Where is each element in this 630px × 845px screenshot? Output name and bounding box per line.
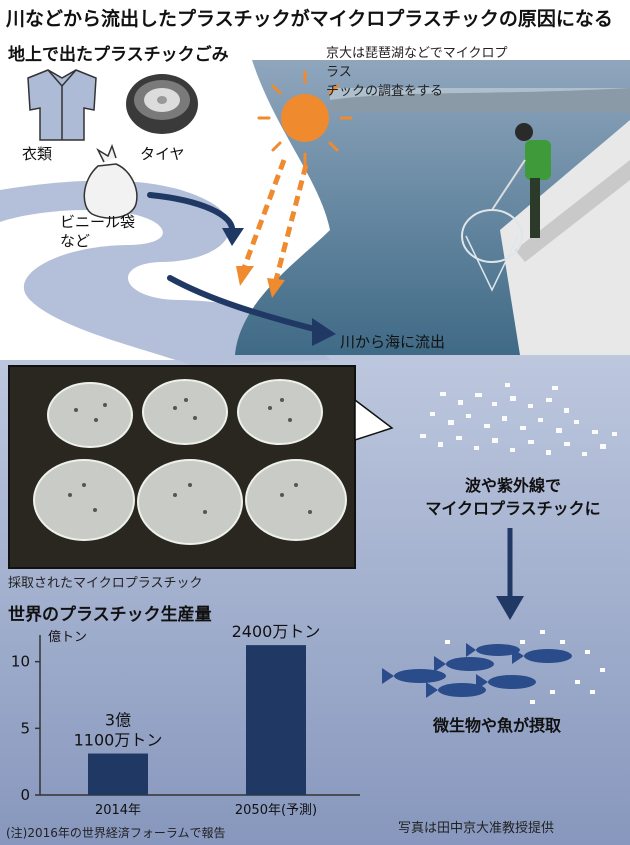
microplastic-particles [420, 383, 617, 456]
x-category-label: 2014年 [95, 803, 141, 818]
main-title: 川などから流出したプラスチックがマイクロプラスチックの原因になる [6, 8, 613, 30]
river-flow-arrows [147, 192, 321, 333]
bar-1 [88, 753, 148, 795]
plastic-bag-label-line1: ビニール袋 [60, 213, 136, 231]
chart-footnote: (注)2016年の世界経済フォーラムで報告 [6, 826, 226, 840]
river-arrowhead-2 [312, 318, 336, 346]
plastic-bag-icon [83, 143, 138, 219]
plastic-bag-label: ビニール袋 など [60, 213, 135, 251]
tire-label: タイヤ [140, 145, 185, 163]
breakdown-label: 波や紫外線で マイクロプラスチックに [398, 474, 628, 520]
y-axis-unit: 億トン [48, 629, 87, 645]
plastic-bag-label-line2: など [60, 232, 91, 250]
shirt-icon [27, 69, 97, 141]
ingestion-label: 微生物や魚が摂取 [433, 716, 562, 735]
sample-particles [68, 398, 312, 514]
bar-1-label-line1: 3億 [105, 711, 131, 730]
land-section-heading: 地上で出たプラスチックごみ [8, 45, 229, 65]
y-tick-label: 5 [20, 719, 30, 737]
breakdown-label-line2: マイクロプラスチックに [425, 499, 601, 518]
y-tick-label: 0 [20, 786, 30, 804]
speech-bubble-tail [354, 398, 394, 442]
river-arrowhead-1 [222, 228, 244, 246]
clothing-label: 衣類 [22, 145, 53, 163]
uv-arrowhead-2 [267, 278, 285, 298]
river-outflow-label: 川から海に流出 [340, 333, 446, 351]
fish-area-particles [445, 630, 605, 704]
breakdown-label-line1: 波や紫外線で [464, 476, 561, 495]
x-category-label: 2050年(予測) [235, 803, 317, 818]
bar-1-label-line2: 1100万トン [74, 731, 163, 750]
photo-credit: 写真は田中京大准教授提供 [398, 821, 555, 836]
lake-photo-caption: 京大は琵琶湖などでマイクロプラス チックの調査をする [326, 44, 516, 101]
sun-icon [257, 70, 353, 166]
bar-2-label-line1: 11億 [258, 620, 294, 621]
uv-ray-arrows [241, 159, 309, 281]
ingestion-arrowhead [496, 596, 524, 620]
tire-icon [126, 74, 198, 134]
chart-title: 世界のプラスチック生産量 [8, 605, 212, 625]
bar-2-label-line2: 2400万トン [232, 622, 321, 641]
y-tick-label: 10 [11, 653, 30, 671]
petri-dishes [33, 379, 347, 545]
bar-2 [246, 645, 306, 795]
fish-icons [382, 643, 572, 698]
lake-photo-caption-line2: チックの調査をする [326, 84, 444, 99]
uv-arrowhead-1 [236, 266, 254, 286]
lake-photo [235, 60, 630, 355]
sample-photo-caption: 採取されたマイクロプラスチック [8, 576, 203, 591]
lake-photo-caption-line1: 京大は琵琶湖などでマイクロプラス [326, 46, 508, 80]
